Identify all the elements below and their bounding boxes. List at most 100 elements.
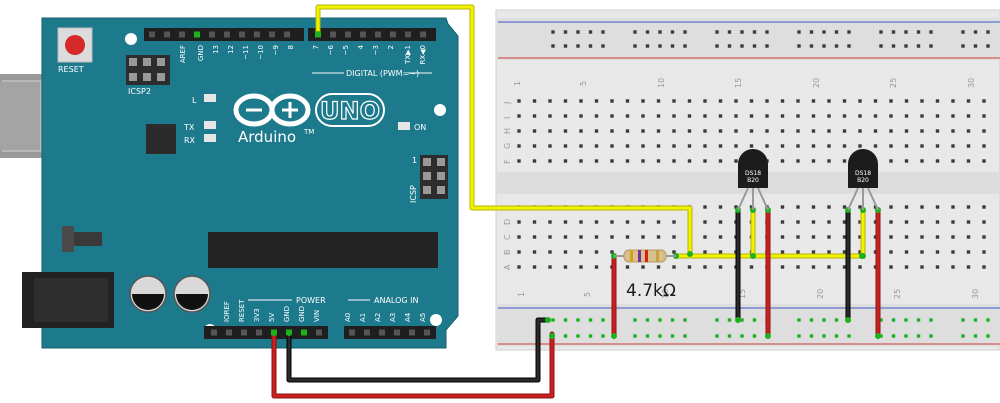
usb-chip bbox=[146, 124, 176, 154]
rail-hole bbox=[797, 30, 801, 34]
bb-hole bbox=[734, 144, 738, 148]
rail-hole bbox=[891, 30, 896, 34]
bb-hole bbox=[579, 144, 583, 148]
bb-hole bbox=[811, 144, 816, 148]
rail-hole bbox=[645, 30, 650, 34]
rail-hole bbox=[961, 30, 965, 34]
rail-hole bbox=[891, 318, 896, 322]
bb-hole bbox=[842, 114, 847, 118]
rail-hole bbox=[929, 44, 933, 48]
power-header bbox=[204, 326, 436, 339]
header-pin bbox=[269, 31, 275, 38]
header-pin bbox=[194, 31, 200, 38]
header-pin bbox=[330, 31, 336, 38]
rail-hole bbox=[809, 334, 814, 338]
bb-hole bbox=[765, 129, 769, 133]
bb-hole bbox=[548, 250, 552, 254]
bb-hole bbox=[904, 250, 909, 254]
bb-hole bbox=[765, 99, 769, 103]
bb-hole bbox=[625, 265, 630, 269]
bb-hole bbox=[656, 265, 661, 269]
bottom-power-rail bbox=[496, 304, 1000, 346]
bb-hole bbox=[656, 220, 661, 224]
atmega328-chip bbox=[208, 232, 438, 268]
rail-hole bbox=[740, 30, 744, 34]
bb-hole bbox=[517, 114, 521, 118]
rail-hole bbox=[986, 318, 990, 322]
bb-hole bbox=[517, 250, 521, 254]
sensor-1-line2: B20 bbox=[747, 177, 759, 184]
rail-hole bbox=[683, 44, 687, 48]
bb-hole bbox=[703, 250, 707, 254]
rail-hole bbox=[588, 30, 593, 34]
rail-hole bbox=[670, 318, 675, 322]
ds18b20-sensor-2[interactable]: DS18 B20 bbox=[847, 149, 879, 211]
bb-hole bbox=[780, 99, 785, 103]
rail-hole bbox=[809, 318, 814, 322]
rail-hole bbox=[683, 318, 687, 322]
rail-hole bbox=[752, 44, 757, 48]
bb-hole bbox=[873, 129, 878, 133]
bb-hole bbox=[687, 265, 692, 269]
bb-hole bbox=[718, 129, 723, 133]
rail-hole bbox=[645, 44, 650, 48]
rail-hole bbox=[834, 334, 839, 338]
icsp-pin1-label: 1 bbox=[412, 156, 417, 165]
bb-hole bbox=[594, 144, 599, 148]
rail-hole bbox=[727, 30, 732, 34]
bb-hole bbox=[641, 220, 645, 224]
header-pin bbox=[420, 31, 426, 38]
bb-hole bbox=[579, 250, 583, 254]
resistor-4k7[interactable] bbox=[614, 249, 676, 263]
rail-hole bbox=[658, 334, 662, 338]
bb-hole bbox=[904, 205, 909, 209]
bb-hole bbox=[532, 235, 537, 239]
rail-hole bbox=[601, 44, 605, 48]
bb-hole bbox=[904, 144, 909, 148]
ds18b20-sensor-1[interactable]: DS18 B20 bbox=[737, 149, 769, 211]
reset-button[interactable] bbox=[57, 27, 93, 63]
pin-label-13: 13 bbox=[212, 45, 220, 54]
bb-hole bbox=[734, 114, 738, 118]
header-pin bbox=[424, 329, 430, 336]
rail-hole bbox=[973, 44, 978, 48]
bb-hole bbox=[889, 265, 893, 269]
bb-hole bbox=[687, 129, 692, 133]
rail-hole bbox=[645, 318, 650, 322]
bb-hole bbox=[811, 129, 816, 133]
row-letter: F bbox=[503, 159, 512, 164]
bb-hole bbox=[920, 220, 924, 224]
bb-hole bbox=[532, 129, 537, 133]
pin-label-gnd: GND bbox=[197, 45, 205, 61]
bb-hole bbox=[873, 99, 878, 103]
rail-hole bbox=[834, 30, 839, 34]
bb-hole bbox=[517, 220, 521, 224]
bb-hole bbox=[951, 129, 955, 133]
bb-hole bbox=[610, 159, 614, 163]
header-pin bbox=[390, 31, 396, 38]
arduino-uno-board: RESET ICSP2 AREF GND 13 12 ~11 ~10 ~9 8 … bbox=[0, 17, 459, 349]
pin-label-12: 12 bbox=[227, 45, 235, 54]
bb-hole bbox=[811, 99, 816, 103]
rail-hole bbox=[715, 30, 719, 34]
rail-hole bbox=[961, 318, 965, 322]
col-num: 5 bbox=[583, 292, 592, 297]
bb-hole bbox=[951, 265, 955, 269]
bb-hole bbox=[594, 220, 599, 224]
rail-hole bbox=[916, 30, 921, 34]
col-num: 25 bbox=[893, 289, 902, 299]
pin-label-a1: A1 bbox=[359, 313, 367, 322]
bb-hole bbox=[780, 265, 785, 269]
bb-hole bbox=[982, 235, 986, 239]
rail-hole bbox=[973, 30, 978, 34]
bb-hole bbox=[966, 265, 971, 269]
rail-hole bbox=[658, 318, 662, 322]
bb-hole bbox=[718, 159, 723, 163]
rail-hole bbox=[904, 44, 908, 48]
bb-hole bbox=[935, 114, 940, 118]
rail-hole bbox=[986, 334, 990, 338]
bb-hole bbox=[672, 144, 676, 148]
bb-hole bbox=[749, 99, 754, 103]
rail-hole bbox=[715, 44, 719, 48]
bb-hole bbox=[579, 235, 583, 239]
